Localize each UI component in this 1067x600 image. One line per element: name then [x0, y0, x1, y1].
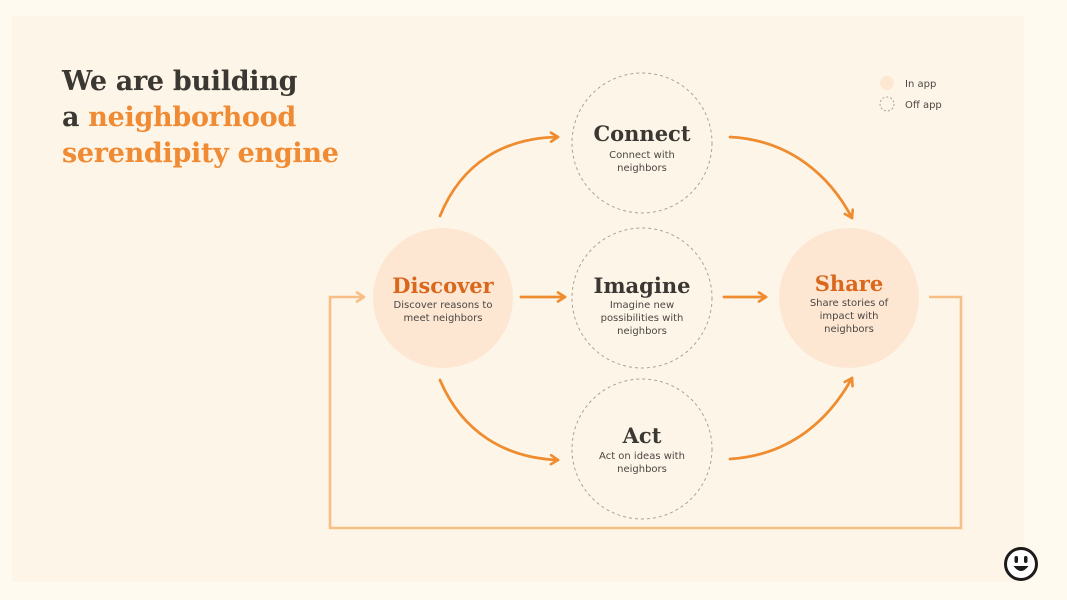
legend-in-app-label: In app: [905, 79, 936, 90]
headline: We are building a neighborhood serendipi…: [62, 64, 339, 172]
legend-off-app-swatch: [879, 96, 895, 112]
node-imagine-title: Imagine: [594, 273, 691, 298]
node-share: Share Share stories of impact with neigh…: [779, 228, 919, 368]
node-act-desc-2: neighbors: [617, 464, 667, 475]
headline-line-1: We are building: [62, 66, 298, 97]
node-discover-desc-2: meet neighbors: [404, 313, 483, 324]
arrow-act-to-share: [728, 376, 854, 461]
node-act-desc-1: Act on ideas with: [599, 451, 685, 462]
arrow-discover-to-connect: [438, 131, 560, 218]
legend-in-app-swatch: [880, 76, 894, 90]
headline-line-2-prefix: a: [62, 102, 89, 133]
legend-off-app-label: Off app: [905, 100, 942, 111]
node-connect-title: Connect: [593, 121, 690, 146]
node-discover-title: Discover: [392, 273, 494, 298]
node-connect-circle: [571, 72, 713, 214]
arrow-connect-to-share: [728, 135, 855, 220]
node-share-circle: [779, 228, 919, 368]
node-share-title: Share: [815, 271, 883, 296]
arrow-discover-to-act: [438, 378, 560, 466]
legend: In app Off app: [879, 76, 942, 112]
headline-line-3-accent: serendipity engine: [62, 138, 339, 169]
node-imagine-desc-2: possibilities with: [601, 313, 684, 324]
node-act: Act Act on ideas with neighbors: [571, 378, 713, 520]
node-connect: Connect Connect with neighbors: [571, 72, 713, 214]
node-discover: Discover Discover reasons to meet neighb…: [373, 228, 513, 368]
node-discover-desc-1: Discover reasons to: [394, 300, 493, 311]
node-share-desc-1: Share stories of: [810, 298, 889, 309]
node-imagine-desc-3: neighbors: [617, 326, 667, 337]
node-imagine-desc-1: Imagine new: [610, 300, 674, 311]
node-imagine-circle: [571, 227, 713, 369]
node-connect-desc-2: neighbors: [617, 163, 667, 174]
smiley-face-icon: [1004, 547, 1038, 581]
loop-arrow-share-to-discover: [328, 291, 963, 530]
node-share-desc-3: neighbors: [824, 324, 874, 335]
node-act-circle: [571, 378, 713, 520]
node-share-desc-2: impact with: [820, 311, 879, 322]
node-imagine: Imagine Imagine new possibilities with n…: [571, 227, 713, 369]
node-act-title: Act: [622, 423, 662, 448]
node-connect-desc-1: Connect with: [609, 150, 675, 161]
headline-line-2-accent: neighborhood: [88, 102, 296, 133]
node-discover-circle: [373, 228, 513, 368]
